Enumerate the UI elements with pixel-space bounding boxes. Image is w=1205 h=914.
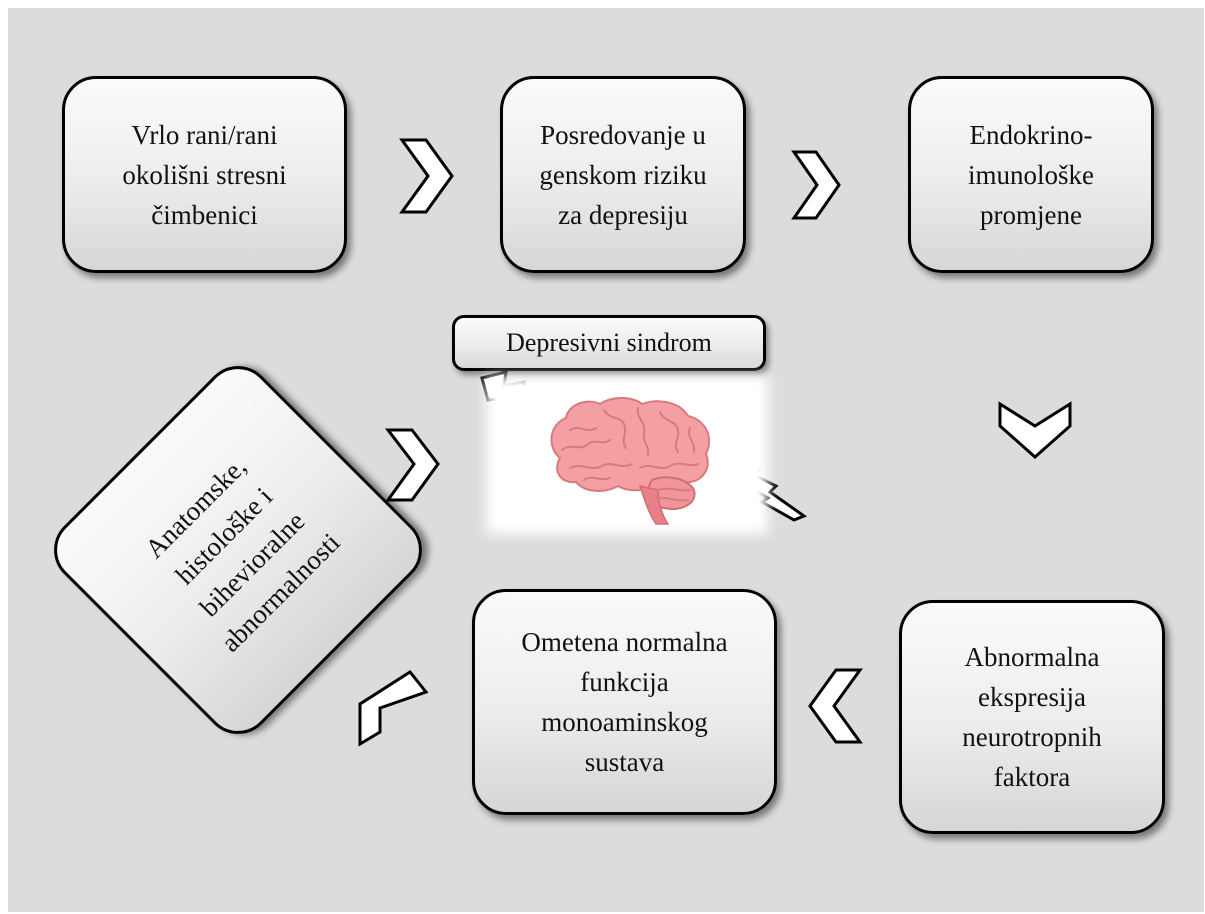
- center-label-text: Depresivni sindrom: [506, 328, 712, 357]
- chevron-right-icon: [791, 150, 841, 220]
- chevron-left-icon: [808, 668, 863, 744]
- chevron-right-icon: [399, 138, 454, 214]
- node-genetic-risk-mediation: Posredovanje u genskom riziku za depresi…: [500, 76, 746, 273]
- node-early-stress-factors: Vrlo rani/rani okolišni stresni čimbenic…: [62, 76, 347, 273]
- node-endocrine-immune-changes-text: Endokrino- imunološke promjene: [968, 119, 1094, 230]
- brain-icon: [550, 397, 711, 525]
- node-monoamine-dysfunction-text: Ometena normalna funkcija monoaminskog s…: [521, 627, 728, 777]
- node-early-stress-factors-text: Vrlo rani/rani okolišni stresni čimbenic…: [122, 119, 287, 230]
- node-anatomic-abnormalities-text: Anatomske, histološke i bihevioralne abn…: [139, 451, 346, 658]
- node-neurotrophic-expression-text: Abnormalna ekspresija neurotropnih fakto…: [962, 642, 1102, 792]
- chevron-up-left-icon: [358, 670, 429, 747]
- chevron-right-icon: [384, 428, 440, 502]
- node-genetic-risk-mediation-text: Posredovanje u genskom riziku za depresi…: [539, 119, 707, 230]
- node-neurotrophic-expression: Abnormalna ekspresija neurotropnih fakto…: [899, 600, 1165, 834]
- center-label-depressive-syndrome: Depresivni sindrom: [452, 315, 766, 371]
- node-monoamine-dysfunction: Ometena normalna funkcija monoaminskog s…: [472, 589, 777, 815]
- node-endocrine-immune-changes: Endokrino- imunološke promjene: [908, 76, 1154, 273]
- chevron-down-icon: [998, 401, 1072, 460]
